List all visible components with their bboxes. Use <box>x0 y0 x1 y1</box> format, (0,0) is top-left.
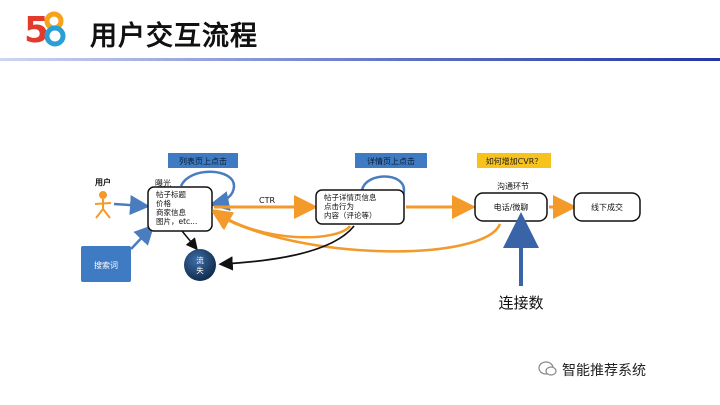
list-info-line-4: 图片，etc... <box>156 216 197 226</box>
label-list-click-box <box>168 153 238 168</box>
detail-info-line-2: 点击行为 <box>324 201 354 211</box>
logo-58: 5 <box>24 10 66 50</box>
comm-stage-label: 沟通环节 <box>497 181 529 191</box>
connections-label: 连接数 <box>498 294 543 312</box>
label-cvr: 如何增加CVR？ <box>486 156 543 166</box>
list-info-box <box>147 186 213 232</box>
label-detail-click: 详情页上点击 <box>367 156 415 166</box>
arrow-list-self-loop <box>179 170 236 211</box>
churn-label-2: 失 <box>196 265 204 275</box>
detail-info-line-3: 内容（评论等） <box>324 210 377 220</box>
user-icon <box>94 191 112 219</box>
search-word-label: 搜索词 <box>94 260 118 270</box>
page-title: 用户交互流程 <box>90 21 258 52</box>
slide-header: 5 用户交互流程 <box>0 0 720 58</box>
user-label: 用户 <box>94 177 111 187</box>
arrow-detail-to-churn <box>218 225 355 271</box>
detail-info-line-1: 帖子详情页信息 <box>324 192 377 202</box>
phone-chat-label: 电话/微聊 <box>494 202 529 212</box>
list-info-line-1: 帖子标题 <box>156 189 186 199</box>
arrow-user-to-list <box>113 195 150 216</box>
logo-five: 5 <box>24 10 49 50</box>
churn-node <box>184 249 216 281</box>
offline-deal-box <box>573 192 641 222</box>
ctr-label: CTR <box>259 196 275 205</box>
offline-deal-label: 线下成交 <box>591 202 623 212</box>
wechat-icon <box>538 361 557 376</box>
label-list-click: 列表页上点击 <box>179 156 227 166</box>
title-divider <box>0 58 720 61</box>
detail-info-box <box>315 189 405 225</box>
arrow-list-to-churn <box>181 230 198 251</box>
watermark-text: 智能推荐系统 <box>562 363 646 379</box>
list-info-line-2: 价格 <box>156 198 171 208</box>
label-detail-click-box <box>355 153 427 168</box>
label-cvr-box <box>477 153 551 168</box>
list-info-line-3: 商家信息 <box>156 207 186 217</box>
search-word-box <box>81 246 131 282</box>
churn-label-1: 流 <box>196 255 204 265</box>
exposure-label: 曝光 <box>155 178 171 188</box>
arrow-comm-back-to-list <box>211 211 502 253</box>
logo-eight-bottom <box>44 25 66 47</box>
arrow-search-to-list <box>130 224 155 250</box>
